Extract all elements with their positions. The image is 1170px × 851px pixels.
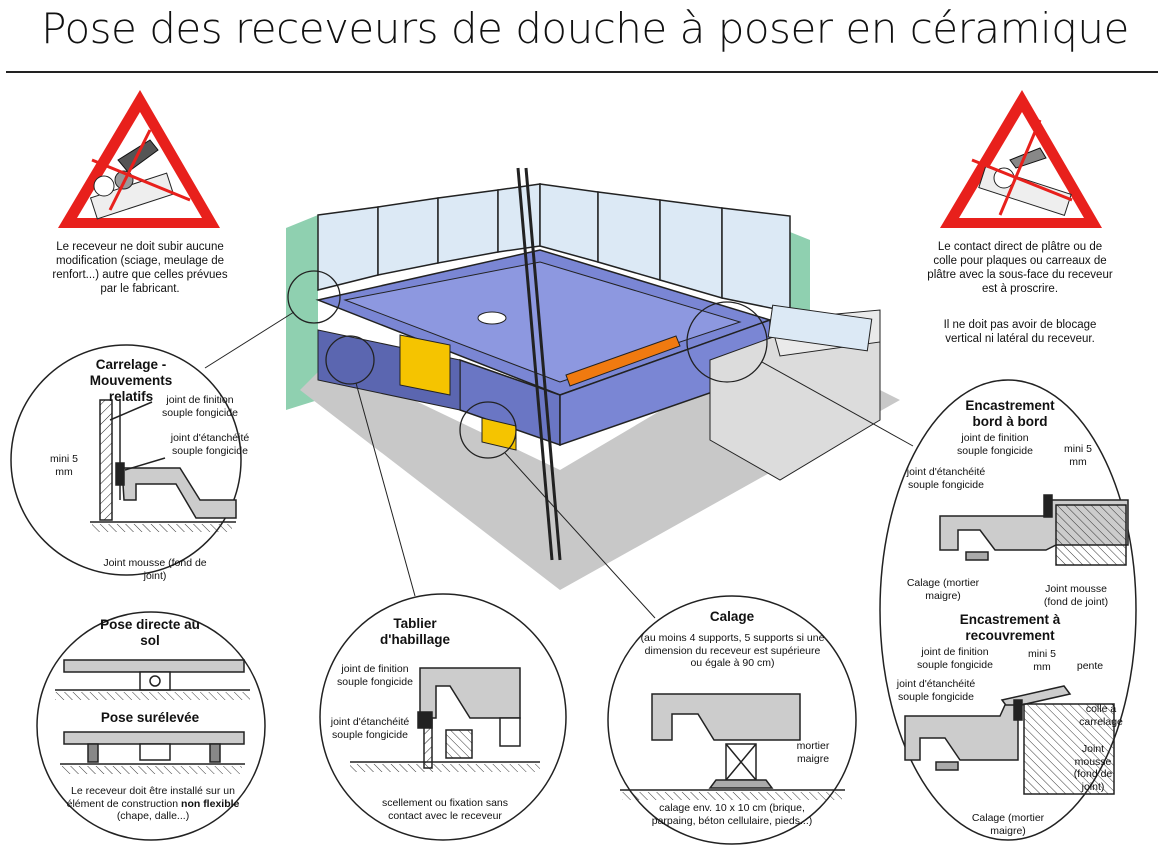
encastrement-mini-2: mini 5 mm bbox=[1027, 648, 1056, 673]
warning-saw-icon bbox=[58, 90, 220, 228]
carrelage-heading: Carrelage - Mouvements relatifs bbox=[89, 357, 173, 404]
encastrement-colle: colle à carrelage bbox=[1079, 703, 1123, 728]
title-rule bbox=[6, 71, 1158, 73]
carrelage-mini: mini 5 mm bbox=[49, 453, 78, 478]
encastrement-drawing-1 bbox=[939, 494, 1129, 566]
pose-note: Le receveur doit être installé sur un él… bbox=[66, 785, 240, 822]
encastrement-mini-1: mini 5 mm bbox=[1063, 443, 1092, 468]
carrelage-drawing bbox=[90, 399, 237, 532]
encastrement-joint-etancheite-2: joint d'étanchéité souple fongicide bbox=[896, 678, 976, 703]
pose-drawing bbox=[55, 659, 250, 774]
carrelage-joint-finition: joint de finition souple fongicide bbox=[162, 394, 238, 419]
encastrement-pente: pente bbox=[1076, 660, 1104, 672]
encastrement-joint-finition-2: joint de finition souple fongicide bbox=[917, 646, 993, 671]
calage-mortier: mortier maigre bbox=[796, 740, 830, 765]
tablier-scellement: scellement ou fixation sans contact avec… bbox=[381, 797, 509, 822]
calage-env: calage env. 10 x 10 cm (brique, parpaing… bbox=[651, 802, 813, 827]
encastrement-joint-mousse-1: Joint mousse (fond de joint) bbox=[1043, 583, 1109, 608]
carrelage-joint-etancheite: joint d'étanchéité souple fongicide bbox=[170, 432, 250, 457]
pose-directe-heading: Pose directe au sol bbox=[100, 617, 200, 648]
warning-plaster-icon bbox=[940, 90, 1102, 228]
encastrement-joint-finition-1: joint de finition souple fongicide bbox=[957, 432, 1033, 457]
calage-drawing bbox=[620, 693, 845, 800]
calage-note: (au moins 4 supports, 5 supports si une … bbox=[640, 632, 825, 669]
encastrement-calage-1: Calage (mortier maigre) bbox=[906, 577, 980, 602]
encastrement-joint-etancheite-1: joint d'étanchéité souple fongicide bbox=[906, 466, 986, 491]
shower-tray-scene bbox=[204, 167, 914, 619]
tablier-drawing bbox=[350, 667, 540, 772]
tablier-joint-finition: joint de finition souple fongicide bbox=[337, 663, 413, 688]
encastrement-calage-2: Calage (mortier maigre) bbox=[971, 812, 1045, 837]
page-title: Pose des receveurs de douche à poser en … bbox=[41, 4, 1129, 53]
encastrement-recouvrement-heading: Encastrement à recouvrement bbox=[959, 612, 1061, 643]
carrelage-joint-mousse: Joint mousse (fond de joint) bbox=[103, 557, 207, 582]
inset-carrelage bbox=[10, 344, 242, 576]
warning-right-text-1: Le contact direct de plâtre ou de colle … bbox=[927, 241, 1113, 295]
tablier-joint-etancheite: joint d'étanchéité souple fongicide bbox=[330, 716, 410, 741]
warning-right-text-2: Il ne doit pas avoir de blocage vertical… bbox=[943, 319, 1097, 345]
encastrement-bord-heading: Encastrement bord à bord bbox=[965, 398, 1055, 429]
tablier-heading: Tablier d'habillage bbox=[380, 616, 450, 647]
encastrement-drawing-2 bbox=[904, 685, 1115, 795]
pose-surelevee-heading: Pose surélevée bbox=[100, 710, 200, 725]
warning-left-text: Le receveur ne doit subir aucune modific… bbox=[52, 241, 228, 295]
inset-tablier bbox=[319, 593, 567, 841]
encastrement-joint-mousse-2: Joint mousse (fond de joint) bbox=[1073, 743, 1113, 793]
calage-heading: Calage bbox=[709, 609, 755, 624]
